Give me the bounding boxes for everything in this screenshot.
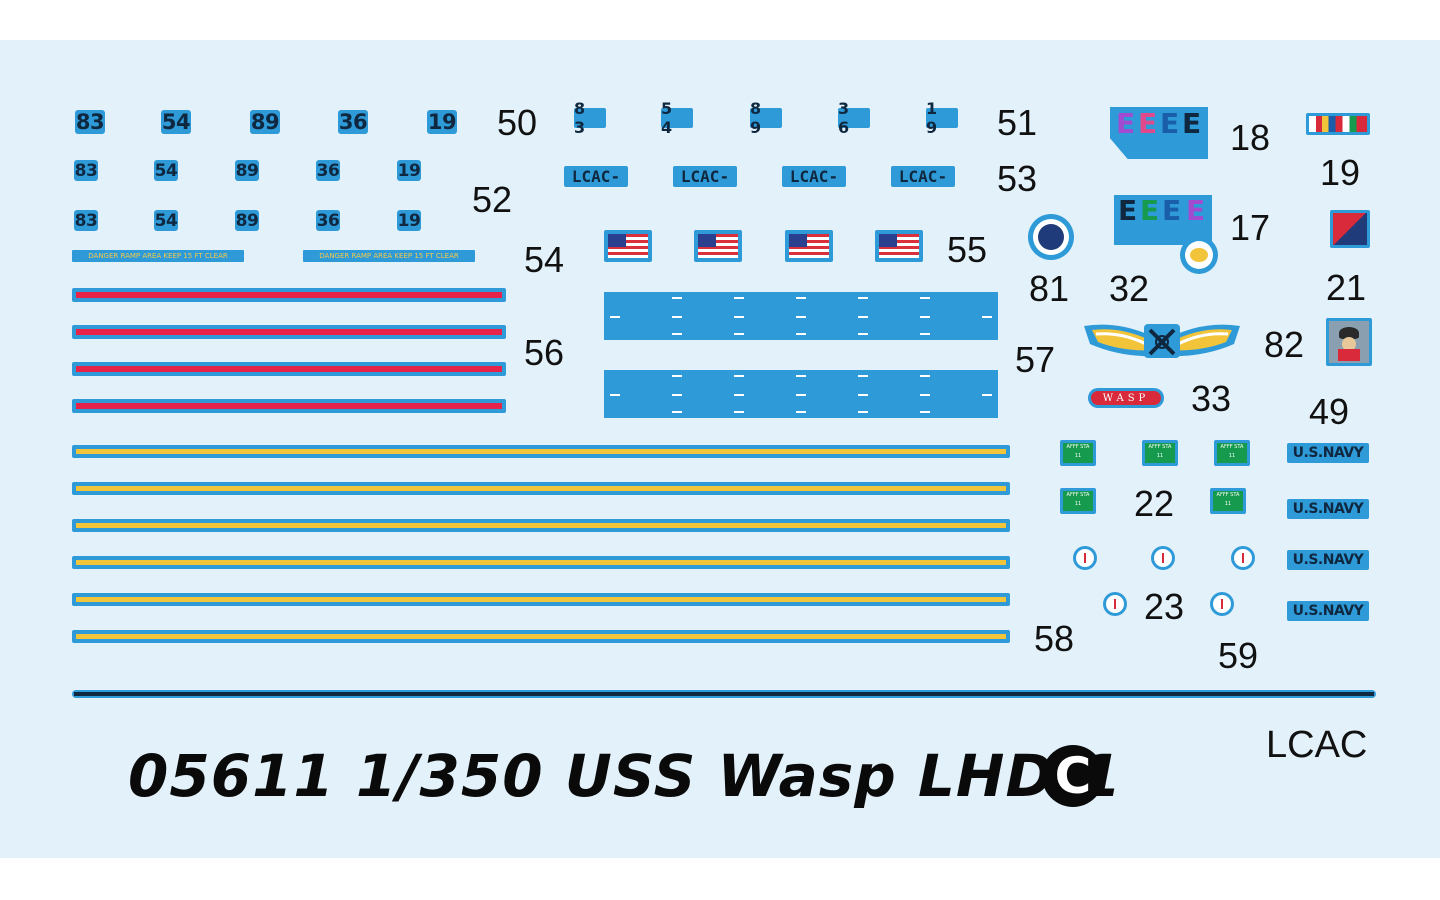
e-letter: E bbox=[1182, 107, 1202, 140]
number-decal: 3 6 bbox=[838, 99, 870, 137]
yellow-stripe-decal bbox=[72, 593, 1010, 606]
decal-number-label: 57 bbox=[1015, 339, 1056, 380]
divider-line bbox=[72, 690, 1376, 698]
sheet-title: 05611 1/350 USS Wasp LHD-1 bbox=[128, 742, 1123, 810]
deck-panel-decal bbox=[604, 370, 998, 418]
us-flag-decal bbox=[604, 230, 652, 262]
number-decal: 36 bbox=[316, 160, 340, 181]
number-decal: 54 bbox=[161, 110, 191, 134]
mascot-decal bbox=[1326, 318, 1372, 366]
decal-number-label: 51 bbox=[997, 102, 1038, 143]
number-decal: 89 bbox=[250, 110, 280, 134]
lcac-decal: LCAC- bbox=[673, 166, 737, 187]
decal-number-label: 59 bbox=[1218, 635, 1259, 676]
decal-number-label: 55 bbox=[947, 229, 988, 270]
afff-station-decal: AFFF STA 11 bbox=[1142, 440, 1178, 466]
decal-number-label: 81 bbox=[1029, 268, 1070, 309]
afff-station-decal: AFFF STA 11 bbox=[1060, 440, 1096, 466]
decal-number-label: 33 bbox=[1191, 378, 1232, 419]
decal-number-label: 82 bbox=[1264, 324, 1305, 365]
number-decal: 8 9 bbox=[750, 99, 782, 137]
decal-number-label: 21 bbox=[1326, 267, 1367, 308]
number-decal: 19 bbox=[397, 160, 421, 181]
red-stripe-decal bbox=[72, 288, 506, 302]
us-navy-decal: U.S.NAVY bbox=[1287, 601, 1369, 621]
number-decal: 36 bbox=[338, 110, 368, 134]
lcac-decal: LCAC- bbox=[891, 166, 955, 187]
emblem-icon bbox=[1180, 236, 1218, 274]
decal-number-label: 18 bbox=[1230, 117, 1271, 158]
red-stripe-decal bbox=[72, 362, 506, 376]
flag-decal bbox=[1330, 210, 1370, 248]
warning-circle-decal bbox=[1231, 546, 1255, 570]
navy-seal-icon bbox=[1028, 214, 1074, 260]
lcac-decal: LCAC- bbox=[564, 166, 628, 187]
number-decal: 83 bbox=[75, 110, 105, 134]
warning-circle-decal bbox=[1210, 592, 1234, 616]
wasp-nameplate-decal: WASP bbox=[1088, 388, 1164, 408]
red-stripe-decal bbox=[72, 399, 506, 413]
number-decal: 83 bbox=[74, 160, 98, 181]
afff-station-decal: AFFF STA 11 bbox=[1210, 488, 1246, 514]
us-navy-decal: U.S.NAVY bbox=[1287, 443, 1369, 463]
afff-station-decal: AFFF STA 11 bbox=[1214, 440, 1250, 466]
wasp-text: WASP bbox=[1091, 391, 1161, 405]
decal-number-label: 49 bbox=[1309, 391, 1350, 432]
number-decal: 19 bbox=[427, 110, 457, 134]
yellow-stripe-decal bbox=[72, 556, 1010, 569]
e-letter: E bbox=[1160, 107, 1180, 140]
decal-number-label: 56 bbox=[524, 332, 565, 373]
e-letter: E bbox=[1138, 107, 1158, 140]
us-flag-decal bbox=[785, 230, 833, 262]
e-letter: E bbox=[1162, 194, 1182, 227]
sheet-letter-badge: C bbox=[1042, 745, 1104, 807]
decal-number-label: 50 bbox=[497, 102, 538, 143]
us-navy-decal: U.S.NAVY bbox=[1287, 550, 1369, 570]
decal-number-label: 22 bbox=[1134, 483, 1175, 524]
number-decal: 1 9 bbox=[926, 99, 958, 137]
us-navy-decal: U.S.NAVY bbox=[1287, 499, 1369, 519]
warning-circle-decal bbox=[1151, 546, 1175, 570]
warning-circle-decal bbox=[1103, 592, 1127, 616]
ribbon-decal bbox=[1306, 113, 1370, 135]
decal-number-label: 53 bbox=[997, 158, 1038, 199]
deck-panel-decal bbox=[604, 292, 998, 340]
wings-insignia-icon bbox=[1084, 324, 1240, 358]
number-decal: 36 bbox=[316, 210, 340, 231]
yellow-stripe-decal bbox=[72, 519, 1010, 532]
lcac-decal: LCAC- bbox=[782, 166, 846, 187]
warning-circle-decal bbox=[1073, 546, 1097, 570]
decal-number-label: 23 bbox=[1144, 586, 1185, 627]
e-letter: E bbox=[1118, 194, 1138, 227]
red-stripe-decal bbox=[72, 325, 506, 339]
e-letter: E bbox=[1140, 194, 1160, 227]
e-letter: E bbox=[1186, 194, 1206, 227]
decal-number-label: 32 bbox=[1109, 268, 1150, 309]
number-decal: 89 bbox=[235, 160, 259, 181]
e-letter: E bbox=[1116, 107, 1136, 140]
number-decal: 8 3 bbox=[574, 99, 606, 137]
afff-station-decal: AFFF STA 11 bbox=[1060, 488, 1096, 514]
number-decal: 54 bbox=[154, 210, 178, 231]
sheet-section-label: LCAC bbox=[1266, 724, 1368, 766]
yellow-stripe-decal bbox=[72, 482, 1010, 495]
danger-ramp-decal: DANGER RAMP AREA KEEP 15 FT CLEAR bbox=[303, 250, 475, 262]
decal-number-label: 52 bbox=[472, 179, 513, 220]
us-flag-decal bbox=[694, 230, 742, 262]
number-decal: 54 bbox=[154, 160, 178, 181]
decal-number-label: 54 bbox=[524, 239, 565, 280]
danger-ramp-decal: DANGER RAMP AREA KEEP 15 FT CLEAR bbox=[72, 250, 244, 262]
decal-number-label: 19 bbox=[1320, 152, 1361, 193]
us-flag-decal bbox=[875, 230, 923, 262]
number-decal: 83 bbox=[74, 210, 98, 231]
number-decal: 19 bbox=[397, 210, 421, 231]
decal-number-label: 58 bbox=[1034, 618, 1075, 659]
number-decal: 5 4 bbox=[661, 99, 693, 137]
yellow-stripe-decal bbox=[72, 445, 1010, 458]
number-decal: 89 bbox=[235, 210, 259, 231]
yellow-stripe-decal bbox=[72, 630, 1010, 643]
e-award-decal bbox=[1110, 107, 1208, 159]
decal-number-label: 17 bbox=[1230, 207, 1271, 248]
